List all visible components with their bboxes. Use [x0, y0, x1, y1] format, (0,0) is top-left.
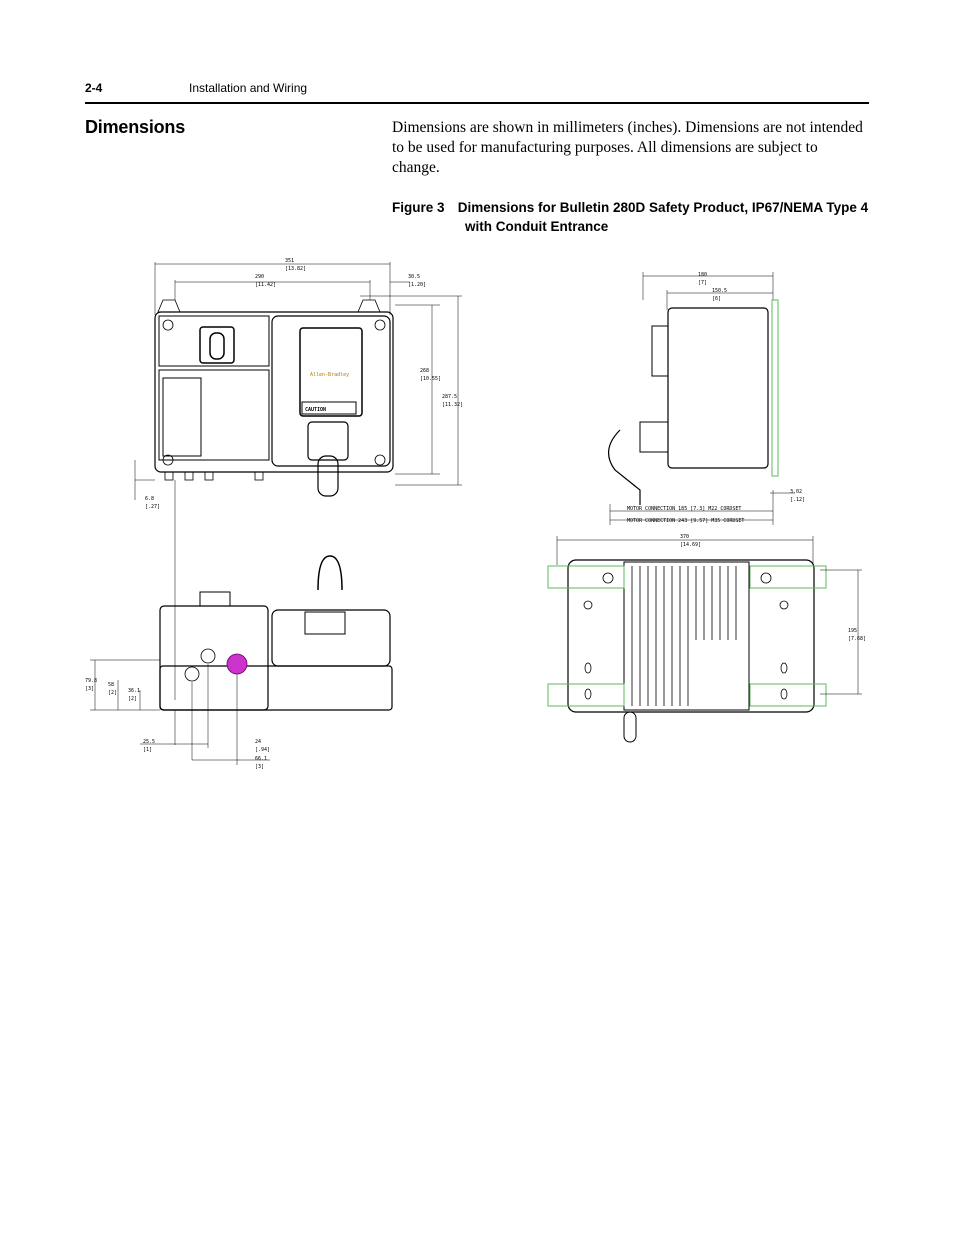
front-hole-span-dim-in: [11.42]: [255, 282, 276, 288]
page-number: 2-4: [85, 81, 103, 95]
back-height-dim: 195: [848, 628, 857, 634]
bottom-dim-b: 58: [108, 682, 114, 688]
bottom-dim-b-in: [2]: [108, 690, 117, 696]
bottom-dim-a: 79.8: [85, 678, 97, 684]
front-edge-dim-in: [1.20]: [408, 282, 426, 288]
side-flange-dim-in: [.12]: [790, 497, 805, 503]
front-edge-dim: 30.5: [408, 274, 420, 280]
back-view: [547, 536, 862, 743]
caution-label: CAUTION: [305, 407, 326, 413]
front-total-height-dim: 287.5: [442, 394, 457, 400]
side-flange-dim: 3.02: [790, 489, 802, 495]
front-height-dim-in: [10.55]: [420, 376, 441, 382]
brand-label: Allen-Bradley: [310, 372, 349, 378]
back-width-dim-in: [14.69]: [680, 542, 701, 548]
figure-caption: Figure 3 Dimensions for Bulletin 280D Sa…: [392, 198, 872, 236]
bottom-dim-d-in: [1]: [143, 747, 152, 753]
back-height-dim-in: [7.68]: [848, 636, 866, 642]
front-view: [134, 262, 462, 500]
bottom-dim-d: 25.5: [143, 739, 155, 745]
front-hole-span-dim: 290: [255, 274, 264, 280]
section-title: Dimensions: [85, 117, 186, 137]
front-total-height-dim-in: [11.32]: [442, 402, 463, 408]
side-depth-dim: 180: [698, 272, 707, 278]
figure-caption-line1: Dimensions for Bulletin 280D Safety Prod…: [457, 200, 869, 215]
bottom-dim-c-in: [2]: [128, 696, 137, 702]
side-body-dim-in: [6]: [712, 296, 721, 302]
side-depth-dim-in: [7]: [698, 280, 707, 286]
back-width-dim: 370: [680, 534, 689, 540]
intro-paragraph: Dimensions are shown in millimeters (inc…: [392, 119, 863, 176]
bottom-dim-e: 24: [255, 739, 261, 745]
figure-label: Figure 3: [392, 200, 445, 215]
header-rule: [85, 102, 869, 104]
front-width-dim: 351: [285, 258, 294, 264]
motor-connection-2: MOTOR CONNECTION 243 [9.57] M35 CORDSET: [627, 518, 744, 524]
bottom-dim-f-in: [3]: [255, 764, 264, 770]
side-view: [608, 272, 795, 525]
front-base-dim-in: [.27]: [145, 504, 160, 510]
front-height-dim: 268: [420, 368, 429, 374]
front-width-dim-in: [13.82]: [285, 266, 306, 272]
side-body-dim: 150.5: [712, 288, 727, 294]
running-header: Installation and Wiring: [189, 81, 308, 95]
bottom-dim-e-in: [.94]: [255, 747, 270, 753]
motor-connection-1: MOTOR CONNECTION 185 [7.3] M22 CORDSET: [627, 506, 741, 512]
figure-caption-line2: with Conduit Entrance: [465, 219, 609, 234]
bottom-dim-f: 66.1: [255, 756, 267, 762]
bottom-dim-c: 36.1: [128, 688, 140, 694]
bottom-dim-a-in: [3]: [85, 686, 94, 692]
front-base-dim: 6.8: [145, 496, 154, 502]
bottom-view: [90, 480, 393, 765]
